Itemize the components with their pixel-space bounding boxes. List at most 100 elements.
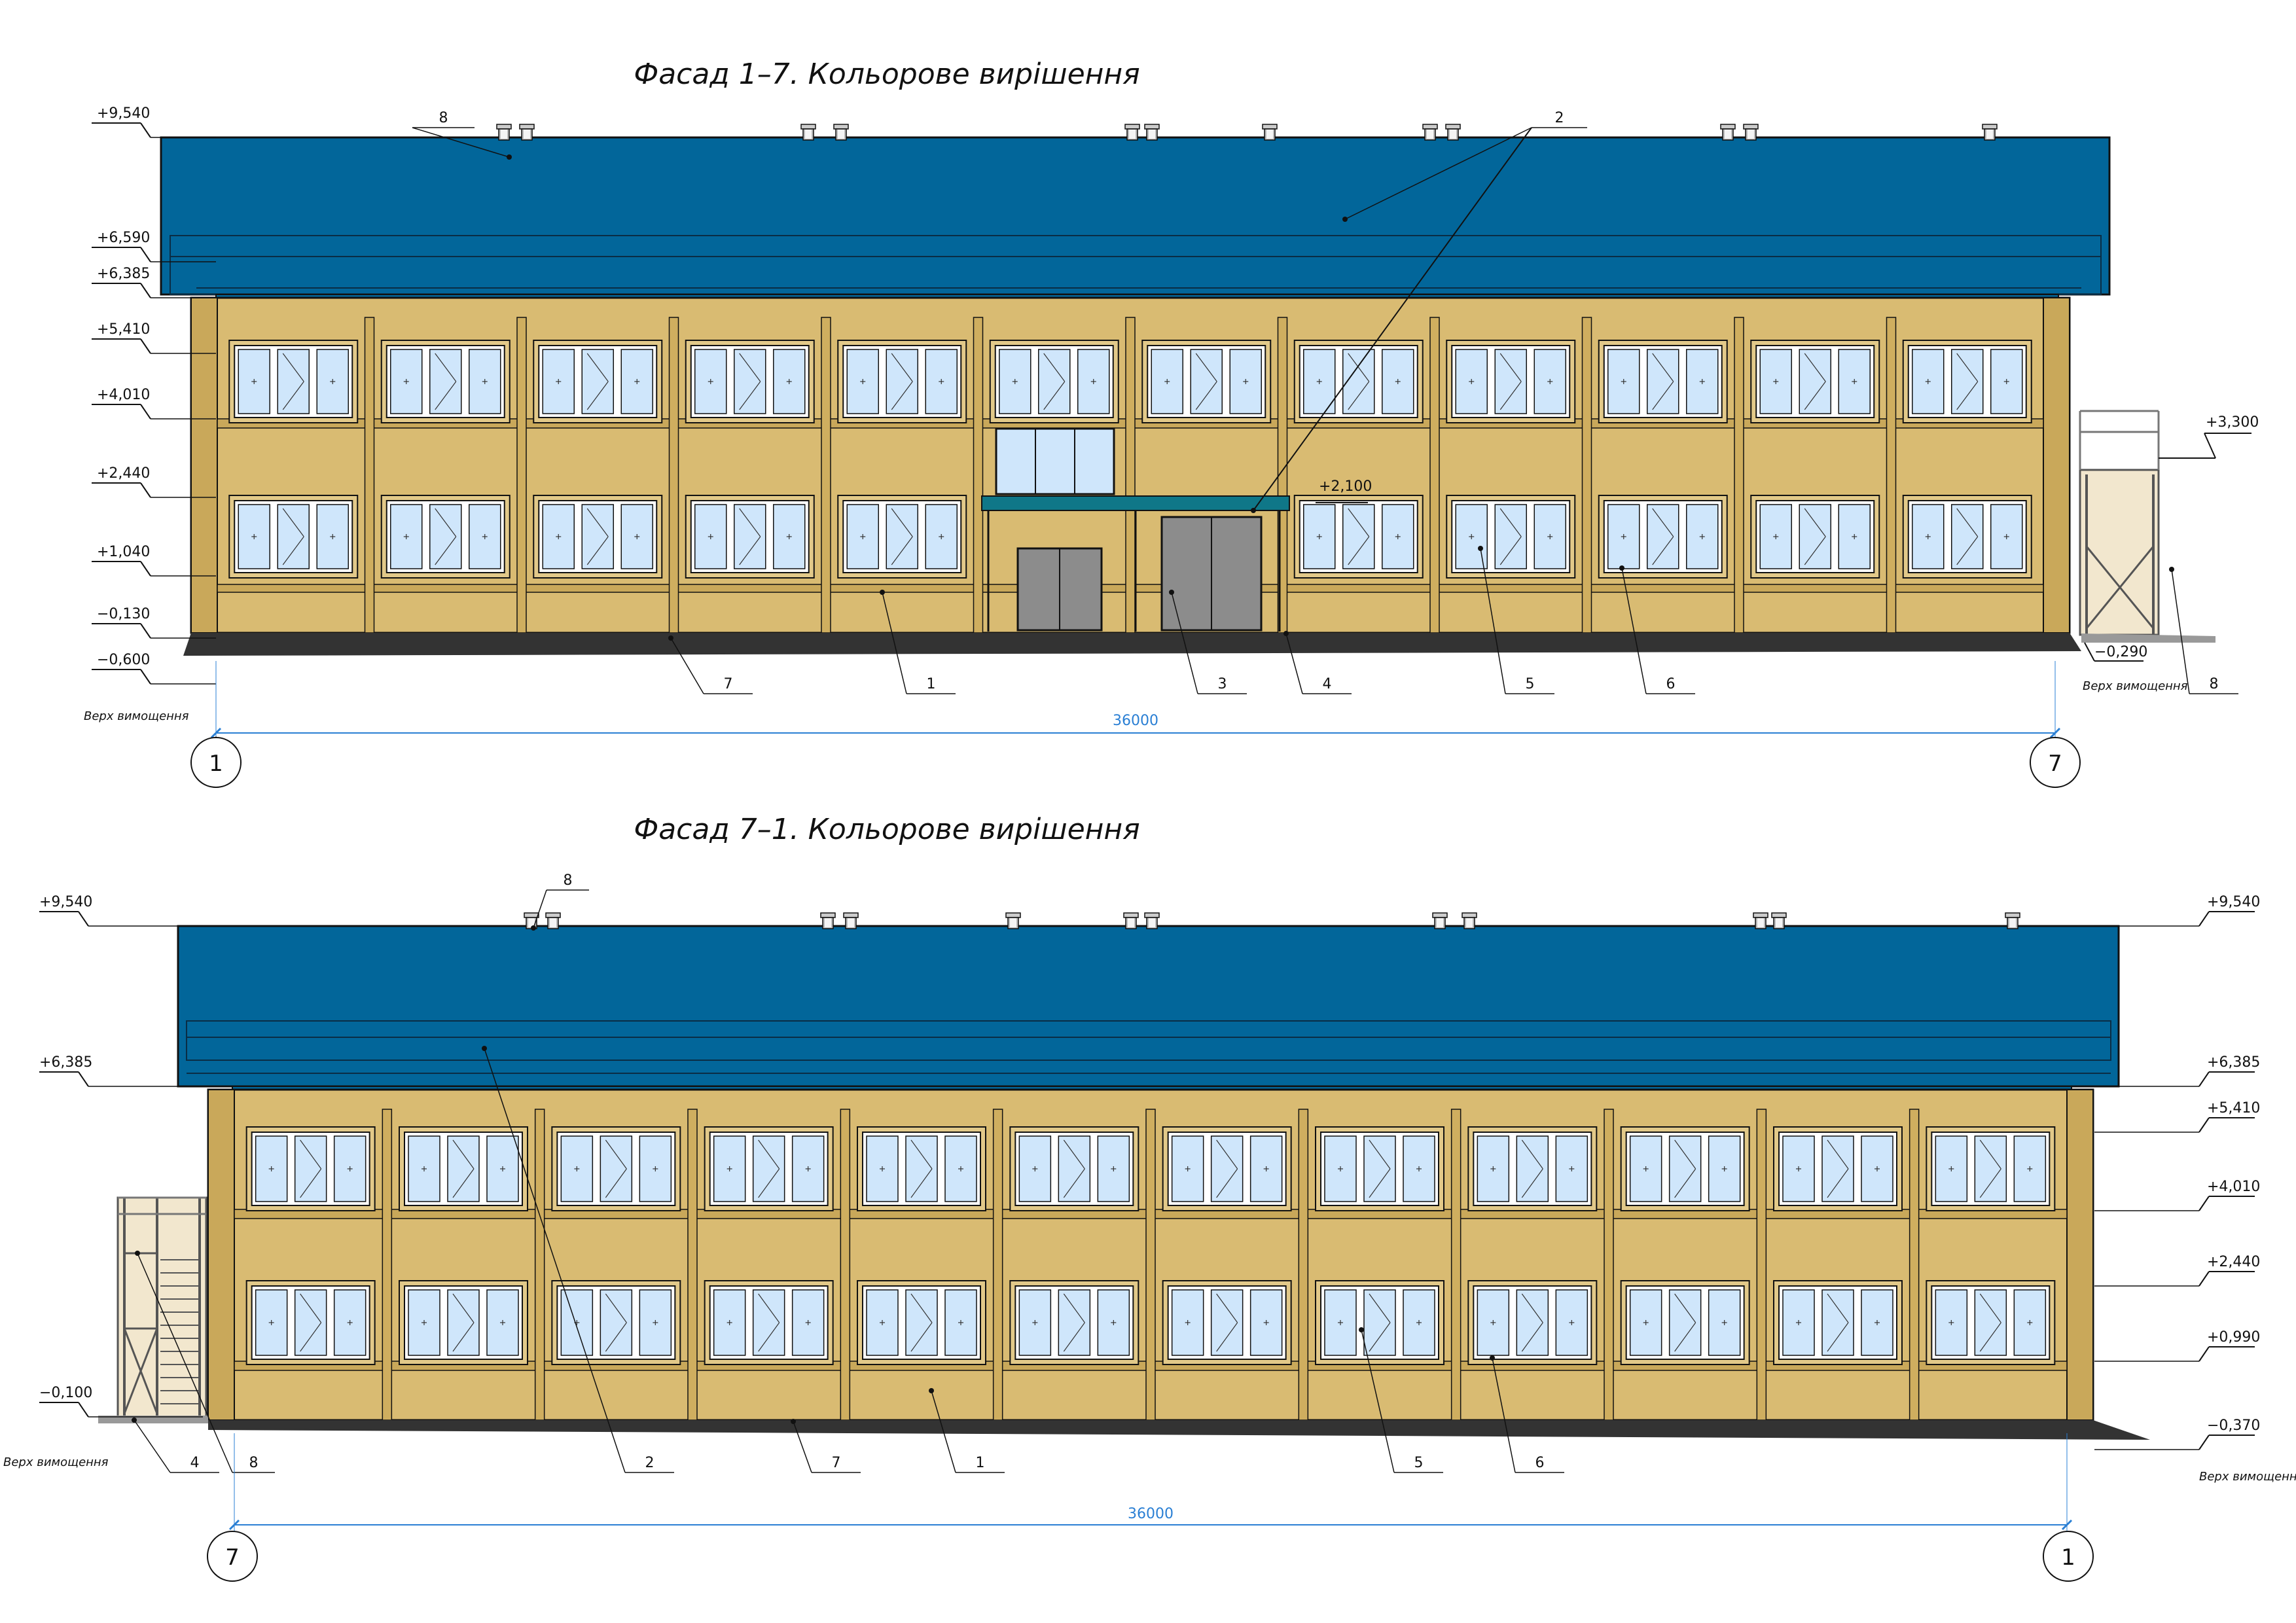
- vent-pipe: [1144, 124, 1160, 141]
- level-mark: +6,385: [39, 1054, 92, 1071]
- vent-pipe: [843, 912, 859, 929]
- pilaster: [1145, 1109, 1156, 1421]
- dimension-label: 36000: [1128, 1506, 1174, 1522]
- callouts: 8 4 8 2 7 1 5 6: [132, 872, 1564, 1473]
- ground-note-left: Верх вимощення: [3, 1455, 109, 1469]
- pilaster: [687, 1109, 698, 1421]
- facade-7-1: Фасад 7–1. Кольорове вирішення: [3, 813, 2296, 1582]
- callout: 4: [132, 1418, 219, 1473]
- pilaster: [840, 1109, 851, 1421]
- window: [1620, 1280, 1750, 1365]
- callout: 8: [135, 1251, 275, 1473]
- pilaster: [1450, 1109, 1462, 1421]
- vent-pipe: [833, 124, 849, 141]
- callout-label: 2: [645, 1455, 655, 1471]
- window: [380, 495, 511, 579]
- window: [380, 340, 511, 423]
- window: [1162, 1280, 1292, 1365]
- callout: 6: [1490, 1355, 1564, 1473]
- pilaster: [516, 317, 527, 633]
- window: [837, 340, 967, 423]
- callout-label: 6: [1666, 676, 1676, 692]
- window: [704, 1126, 834, 1211]
- vent-pipe: [1432, 912, 1448, 929]
- pilaster: [992, 1109, 1003, 1421]
- roof: [177, 925, 2120, 1110]
- window: [837, 495, 967, 579]
- level-mark: +5,410: [97, 321, 150, 338]
- callout: 5: [1359, 1327, 1443, 1473]
- vent-pipe: [1144, 912, 1160, 929]
- corner-pilaster-right: [2043, 297, 2070, 633]
- callout: 7: [791, 1419, 861, 1473]
- window: [857, 1280, 986, 1365]
- callout: 2: [1342, 110, 1587, 222]
- windows: [228, 340, 2032, 579]
- dimension-line: 36000 1 7: [190, 661, 2081, 788]
- vent-pipe: [524, 912, 539, 929]
- window: [1902, 495, 2032, 579]
- callout: 1: [929, 1388, 1005, 1473]
- callout: 8: [531, 872, 589, 931]
- level-mark: −0,100: [39, 1385, 92, 1401]
- vent-pipe: [2005, 912, 2020, 929]
- levels-left: +9,540+6,590+6,385+5,410+4,010+2,440+1,0…: [92, 105, 216, 685]
- levels-right: +9,540+6,385+5,410+4,010+2,440+0,990−0,3…: [2094, 894, 2260, 1450]
- axis-marker-left: [190, 737, 242, 788]
- level-canopy-label: +2,100: [1319, 478, 1372, 495]
- window: [1315, 1280, 1444, 1365]
- stair-window: [995, 427, 1115, 495]
- callout: 4: [1283, 631, 1352, 694]
- window: [1467, 1280, 1598, 1365]
- window: [399, 1126, 528, 1211]
- callout-label: 8: [249, 1455, 259, 1471]
- callout-label: 8: [439, 110, 448, 126]
- callout: 8: [412, 110, 512, 160]
- callout-label: 7: [724, 676, 733, 692]
- callout-label: 4: [190, 1455, 200, 1471]
- roof: [160, 136, 2111, 318]
- window: [685, 340, 815, 423]
- window: [1598, 495, 1728, 579]
- level-ground-right-label: −0,290: [2094, 644, 2147, 660]
- callout: 8: [2169, 567, 2238, 694]
- level-mark: +6,590: [97, 230, 150, 246]
- roof-vent-pipes: [524, 912, 2020, 929]
- level-canopy: +2,100: [1316, 478, 1372, 503]
- window: [245, 1280, 376, 1365]
- window: [1293, 340, 1424, 423]
- window: [1750, 495, 1880, 579]
- window: [1446, 495, 1576, 579]
- pilasters: [382, 1109, 1920, 1421]
- level-mark: −0,370: [2207, 1418, 2260, 1434]
- level-mark: +2,440: [97, 465, 150, 482]
- windows: [245, 1126, 2056, 1365]
- roof-vent-pipes: [496, 124, 1998, 141]
- window: [228, 495, 359, 579]
- callout-label: 6: [1535, 1455, 1545, 1471]
- vent-pipe: [1462, 912, 1477, 929]
- vent-pipe: [820, 912, 836, 929]
- corner-pilaster-left: [190, 297, 218, 633]
- callout-label: 1: [927, 676, 936, 692]
- window: [1162, 1126, 1292, 1211]
- vent-pipe: [1720, 124, 1736, 141]
- vent-pipe: [800, 124, 816, 141]
- vent-pipe: [1743, 124, 1759, 141]
- window: [1750, 340, 1880, 423]
- vent-pipe: [1771, 912, 1787, 929]
- level-mark: +2,440: [2207, 1254, 2260, 1270]
- pilaster: [1429, 317, 1440, 633]
- level-stair-top: +3,300: [2159, 414, 2259, 459]
- window: [1446, 340, 1576, 423]
- callout: 7: [668, 635, 753, 694]
- level-mark: +0,990: [2207, 1329, 2260, 1346]
- level-mark: +9,540: [2207, 894, 2260, 910]
- level-mark: −0,130: [97, 606, 150, 622]
- pilaster: [1756, 1109, 1767, 1421]
- vent-pipe: [545, 912, 561, 929]
- window: [1009, 1280, 1139, 1365]
- callout-label: 5: [1414, 1455, 1424, 1471]
- callout-label: 1: [976, 1455, 985, 1471]
- callout-label: 5: [1526, 676, 1535, 692]
